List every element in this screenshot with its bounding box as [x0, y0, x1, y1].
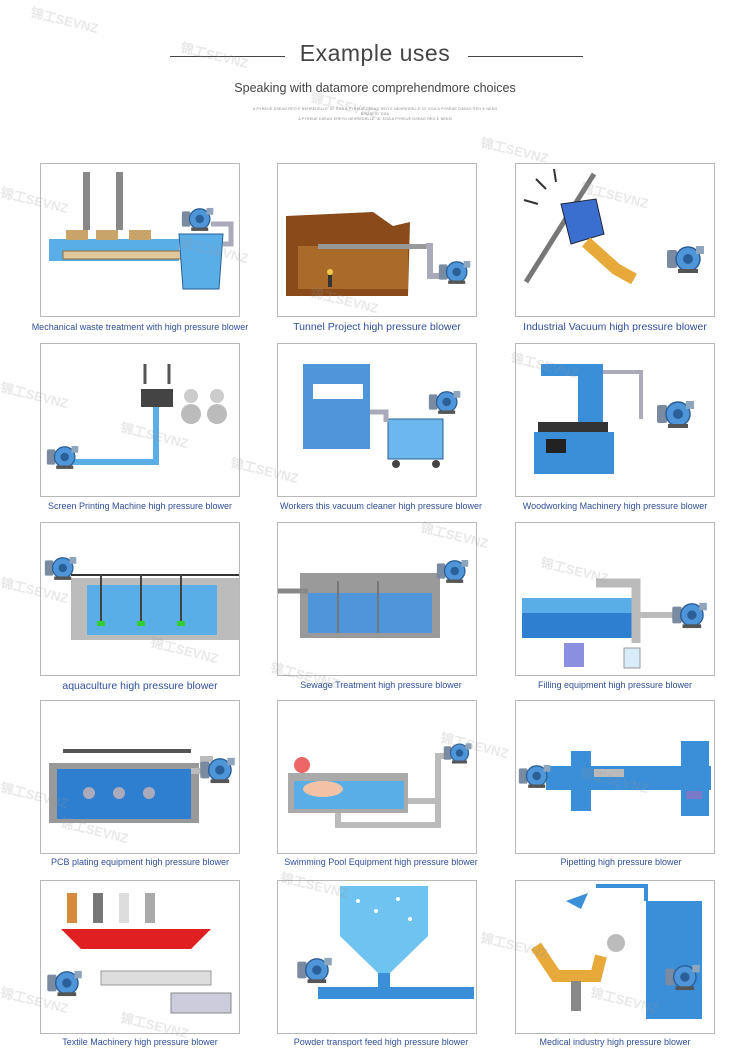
card-woodworking[interactable]: [515, 343, 715, 497]
card-sewage-treatment[interactable]: [277, 522, 477, 676]
caption-textile-machinery: Textile Machinery high pressure blower: [62, 1037, 218, 1047]
card-mechanical-waste[interactable]: [40, 163, 240, 317]
sewage-illustration: [278, 559, 469, 638]
pcb-plating-illustration: [49, 749, 236, 823]
medical-industry-illustration: [531, 884, 702, 1019]
powder-transport-illustration: [296, 886, 474, 999]
page-subtitle: Speaking with datamore comprehendmore ch…: [234, 81, 516, 95]
card-aquaculture[interactable]: [40, 522, 240, 676]
caption-tunnel-project: Tunnel Project high pressure blower: [293, 321, 461, 333]
card-tunnel-project[interactable]: [277, 163, 477, 317]
caption-mechanical-waste: Mechanical waste treatment with high pre…: [31, 322, 249, 332]
mechanical-waste-illustration: [49, 172, 234, 290]
caption-swimming-pool: Swimming Pool Equipment high pressure bl…: [284, 857, 478, 867]
fine-print-line: DRUJE ID' EGA: [360, 112, 390, 116]
caption-pcb-plating: PCB plating equipment high pressure blow…: [50, 857, 230, 867]
tunnel-illustration: [286, 212, 471, 296]
page-header: Example uses Speaking with datamore comp…: [0, 0, 750, 130]
swimming-pool-illustration: [288, 742, 473, 828]
woodworking-illustration: [534, 364, 695, 474]
card-medical-industry[interactable]: [515, 880, 715, 1034]
aquaculture-illustration: [44, 556, 239, 640]
caption-aquaculture: aquaculture high pressure blower: [62, 680, 218, 692]
caption-screen-printing: Screen Printing Machine high pressure bl…: [47, 501, 233, 511]
caption-filling-equipment: Filling equipment high pressure blower: [537, 680, 693, 690]
caption-industrial-vacuum: Industrial Vacuum high pressure blower: [523, 321, 707, 333]
card-pipetting[interactable]: [515, 700, 715, 854]
caption-vacuum-cleaner: Workers this vacuum cleaner high pressur…: [280, 501, 482, 511]
screen-printing-illustration: [46, 364, 227, 470]
pipetting-illustration: [518, 741, 711, 816]
page-title: Example uses: [299, 40, 451, 66]
card-powder-transport[interactable]: [277, 880, 477, 1034]
card-filling-equipment[interactable]: [515, 522, 715, 676]
industrial-vacuum-illustration: [523, 168, 705, 285]
card-screen-printing[interactable]: [40, 343, 240, 497]
caption-pipetting: Pipetting high pressure blower: [560, 857, 682, 867]
filling-illustration: [522, 578, 708, 669]
caption-woodworking: Woodworking Machinery high pressure blow…: [522, 501, 708, 511]
title-row: Example uses: [0, 40, 750, 72]
title-divider-right: [468, 56, 583, 57]
card-industrial-vacuum[interactable]: [515, 163, 715, 317]
textile-illustration: [46, 893, 232, 1014]
card-vacuum-cleaner[interactable]: [277, 343, 477, 497]
caption-medical-industry: Medical industry high pressure blower: [539, 1037, 691, 1047]
fine-print-line: A PYREUE DSEAG REO E NEHREDRLLE' ID' EGA…: [252, 107, 498, 111]
card-swimming-pool[interactable]: [277, 700, 477, 854]
caption-sewage-treatment: Sewage Treatment high pressure blower: [300, 680, 462, 690]
caption-powder-transport: Powder transport feed high pressure blow…: [293, 1037, 469, 1047]
title-divider-left: [170, 56, 285, 57]
card-pcb-plating[interactable]: [40, 700, 240, 854]
fine-print-line: A PYREUE DSEAG EREYU NEHREDRLLE' ID' EGA…: [298, 117, 452, 121]
watermark: 锦工SEVNZ: [478, 134, 550, 167]
vacuum-cleaner-illustration: [303, 364, 461, 468]
card-textile-machinery[interactable]: [40, 880, 240, 1034]
